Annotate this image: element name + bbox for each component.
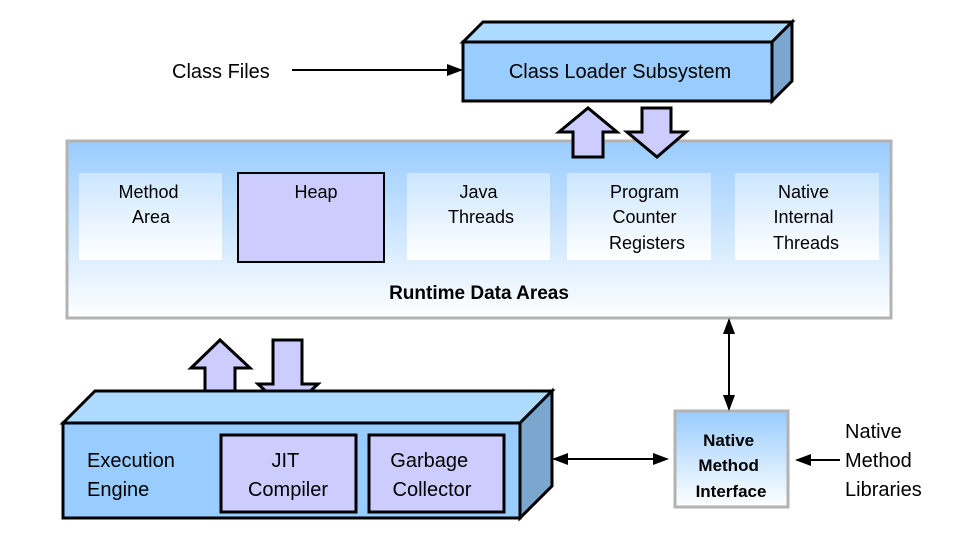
runtime-data-areas: Method Area Heap Java Threads Program Co… (65, 139, 893, 320)
native-method-libraries-label: Native Method Libraries (845, 421, 922, 501)
java-threads (407, 173, 550, 260)
garbage-collector (367, 433, 506, 514)
program-counter-label: Program Counter Registers (609, 182, 685, 253)
class-files-label: Class Files (172, 61, 270, 83)
class-loader-subsystem: Class Loader Subsystem (459, 18, 796, 105)
jit-compiler-label: JIT Compiler (248, 450, 328, 501)
native-method-interface-label: Native Method Interface (696, 431, 767, 501)
native-internal-threads (735, 173, 879, 260)
native-internal-threads-label: Native Internal Threads (773, 182, 839, 253)
method-area-label: Method Area (118, 182, 183, 227)
execution-engine: Execution Engine JIT Compiler Garbage Co… (59, 387, 556, 522)
class-loader-label: Class Loader Subsystem (509, 61, 731, 83)
heap (237, 172, 385, 263)
up-block-arrow-icon (554, 106, 622, 159)
jit-compiler (219, 433, 358, 514)
down-block-arrow-icon (622, 106, 691, 159)
method-area (79, 173, 222, 260)
native-method-interface: Native Method Interface (673, 409, 790, 509)
execution-engine-label: Execution Engine (87, 450, 180, 501)
heap-label: Heap (294, 182, 337, 202)
java-threads-label: Java Threads (448, 182, 514, 227)
runtime-title: Runtime Data Areas (389, 283, 569, 304)
program-counter-registers (567, 173, 711, 260)
garbage-collector-label: Garbage Collector (390, 450, 473, 501)
